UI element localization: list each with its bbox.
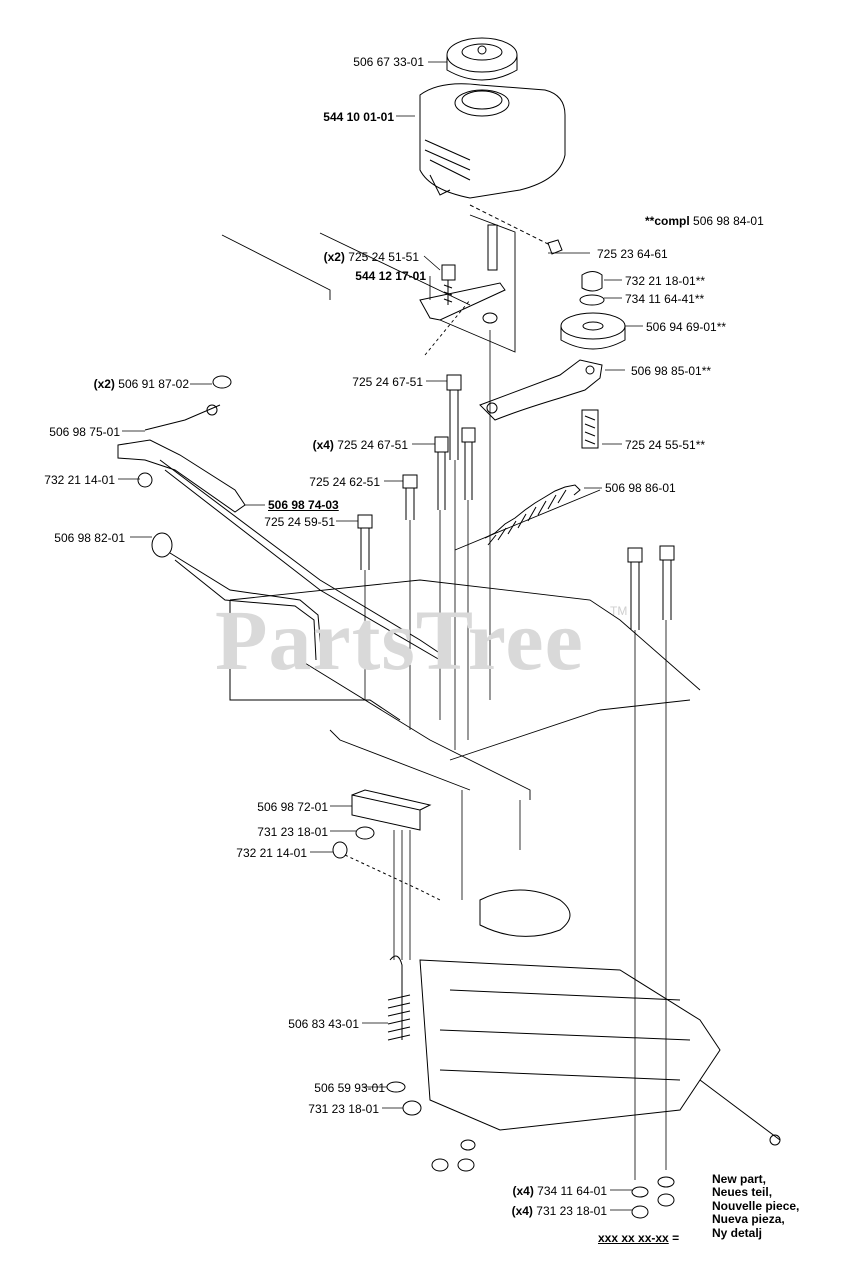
- lower-assembly: [332, 789, 781, 1219]
- idler-pulley: [479, 271, 626, 449]
- part-qty: (x2): [323, 250, 345, 264]
- legend-equals: =: [672, 1231, 680, 1245]
- legend-line: New part,: [712, 1172, 767, 1186]
- part-label[interactable]: 544 10 01-01: [323, 110, 394, 124]
- part-number: 725 24 51-51: [348, 250, 419, 264]
- part-number: 731 23 18-01: [536, 1204, 607, 1218]
- compl-note-prefix: **compl: [645, 214, 690, 228]
- guide-lines: [364, 330, 667, 1180]
- watermark-trademark: TM: [610, 604, 628, 618]
- part-label[interactable]: 506 83 43-01: [288, 1017, 359, 1031]
- part-label[interactable]: 725 23 64-61: [597, 247, 668, 261]
- legend-code: xxx xx xx-xx =: [598, 1231, 679, 1245]
- part-label-with-qty[interactable]: (x2) 506 91 87-02: [94, 377, 189, 391]
- compl-note: **compl 506 98 84-01: [645, 214, 764, 228]
- legend-line: Nouvelle piece,: [712, 1198, 800, 1213]
- fuel-tank: [419, 37, 566, 199]
- part-label[interactable]: 725 24 59-51: [264, 515, 335, 529]
- fasteners-top: [419, 204, 563, 324]
- part-label-with-qty[interactable]: (x4) 731 23 18-01: [512, 1204, 607, 1218]
- levers-rods: [117, 375, 451, 721]
- bolts-column: [357, 374, 675, 630]
- part-qty: (x2): [93, 377, 115, 391]
- part-label[interactable]: 731 23 18-01: [257, 825, 328, 839]
- legend-line: Ny detalj: [712, 1225, 763, 1240]
- part-label-with-qty[interactable]: (x4) 725 24 67-51: [313, 438, 408, 452]
- part-number: 725 24 67-51: [337, 438, 408, 452]
- part-qty: (x4): [512, 1184, 534, 1198]
- part-label[interactable]: 506 98 85-01**: [631, 364, 712, 378]
- leader-lines: [118, 61, 643, 1211]
- watermark-text: PartsTree: [215, 592, 584, 688]
- part-label-with-qty[interactable]: (x4) 734 11 64-01: [512, 1184, 607, 1198]
- part-label[interactable]: 506 98 74-03: [268, 498, 339, 512]
- part-label[interactable]: 506 98 86-01: [605, 481, 676, 495]
- part-label[interactable]: 506 98 75-01: [49, 425, 120, 439]
- part-qty: (x4): [511, 1204, 533, 1218]
- part-qty: (x4): [312, 438, 334, 452]
- part-label-with-qty[interactable]: (x2) 725 24 51-51: [324, 250, 419, 264]
- part-number: 506 91 87-02: [118, 377, 189, 391]
- part-label[interactable]: 725 24 67-51: [352, 375, 423, 389]
- part-label[interactable]: 734 11 64-41**: [625, 292, 705, 306]
- part-label[interactable]: 732 21 18-01**: [625, 274, 706, 288]
- part-label[interactable]: 544 12 17-01: [355, 269, 426, 283]
- part-label[interactable]: 506 94 69-01**: [646, 320, 727, 334]
- compl-note-number: 506 98 84-01: [693, 214, 764, 228]
- tension-spring: [484, 484, 581, 546]
- new-part-legend: New part, Neues teil, Nouvelle piece, Nu…: [712, 1172, 800, 1240]
- legend-code-sample: xxx xx xx-xx: [598, 1231, 669, 1245]
- part-label[interactable]: 731 23 18-01: [308, 1102, 379, 1116]
- part-label[interactable]: 506 67 33-01: [353, 55, 424, 69]
- tank-cap: [446, 37, 518, 73]
- part-label[interactable]: 506 59 93-01: [314, 1081, 385, 1095]
- part-label[interactable]: 506 98 72-01: [257, 800, 328, 814]
- part-label[interactable]: 732 21 14-01: [44, 473, 115, 487]
- part-label[interactable]: 725 24 55-51**: [625, 438, 706, 452]
- part-number: 734 11 64-01: [537, 1184, 607, 1198]
- part-label[interactable]: 732 21 14-01: [236, 846, 307, 860]
- part-label[interactable]: 725 24 62-51: [309, 475, 380, 489]
- part-label[interactable]: 506 98 82-01: [54, 531, 125, 545]
- legend-line: Neues teil,: [712, 1185, 773, 1200]
- legend-line: Nueva pieza,: [712, 1212, 785, 1227]
